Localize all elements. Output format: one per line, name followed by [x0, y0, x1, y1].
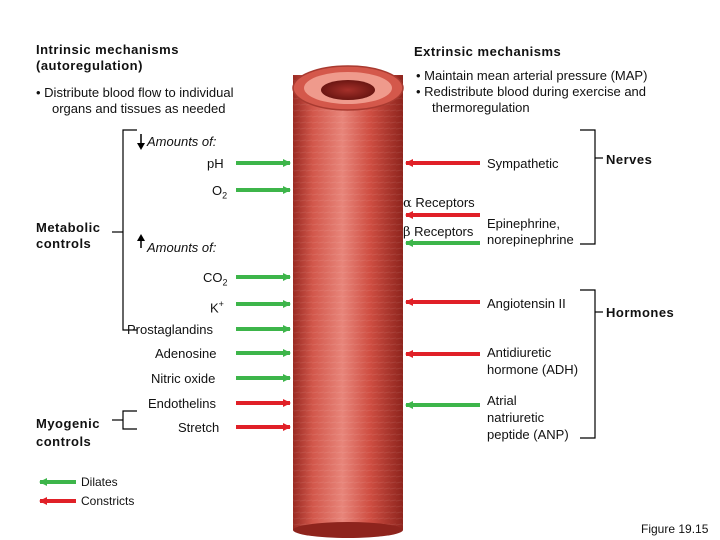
factor-nitric-oxide: Nitric oxide [151, 371, 216, 386]
nerves-label: Nerves [606, 152, 653, 167]
extrinsic-bullet-2-cont: thermoregulation [432, 100, 530, 115]
factor-adh: Antidiuretic [487, 345, 552, 360]
extrinsic-title: Extrinsic mechanisms [414, 44, 562, 59]
factor-o2: O2 [212, 183, 228, 201]
amounts-increase-label: Amounts of: [147, 240, 217, 255]
intrinsic-bullet-cont: organs and tissues as needed [52, 101, 226, 116]
myogenic-label: Myogenic [36, 416, 100, 431]
metabolic-label-cont: controls [36, 236, 92, 251]
factor-adh-cont: hormone (ADH) [487, 362, 579, 377]
factor-anp-cont: natriuretic [487, 410, 545, 425]
decrease-arrow-icon [137, 134, 145, 150]
factor-k: K+ [210, 299, 224, 316]
factor-norepinephrine: norepinephrine [487, 232, 574, 247]
extrinsic-bullet-1: • Maintain mean arterial pressure (MAP) [416, 68, 648, 83]
metabolic-label: Metabolic [36, 220, 101, 235]
factor-ph: pH [207, 156, 224, 171]
myogenic-bracket [122, 410, 137, 430]
factor-adenosine: Adenosine [155, 346, 217, 361]
intrinsic-arrows [236, 159, 291, 431]
factor-co2: CO2 [203, 270, 228, 288]
nerves-bracket [580, 129, 596, 245]
factor-sympathetic: Sympathetic [487, 156, 559, 171]
extrinsic-arrows [405, 159, 480, 409]
factor-anp-cont-2: peptide (ANP) [487, 427, 569, 442]
legend-constricts-label: Constricts [81, 494, 135, 508]
legend-dilates-label: Dilates [81, 475, 118, 489]
intrinsic-bullet: • Distribute blood flow to individual [36, 85, 234, 100]
factor-stretch: Stretch [178, 420, 220, 435]
amounts-decrease-label: Amounts of: [147, 134, 217, 149]
hormones-bracket [580, 289, 596, 439]
intrinsic-title: Intrinsic mechanisms [36, 42, 179, 57]
increase-arrow-icon [137, 234, 145, 248]
factor-epinephrine: Epinephrine, [487, 216, 560, 231]
factor-beta-receptors: β Receptors [403, 224, 474, 240]
hormones-label: Hormones [606, 305, 675, 320]
factor-alpha-receptors: α Receptors [403, 195, 475, 211]
blood-vessel [292, 65, 404, 538]
figure-label: Figure 19.15 [641, 522, 709, 536]
factor-endothelins: Endothelins [148, 396, 216, 411]
factor-anp: Atrial [487, 393, 517, 408]
intrinsic-subtitle: (autoregulation) [36, 58, 143, 73]
myogenic-label-cont: controls [36, 434, 92, 449]
factor-angiotensin: Angiotensin II [487, 296, 566, 311]
extrinsic-bullet-2: • Redistribute blood during exercise and [416, 84, 647, 99]
metabolic-bracket [122, 129, 137, 331]
factor-prostaglandins: Prostaglandins [127, 322, 213, 337]
